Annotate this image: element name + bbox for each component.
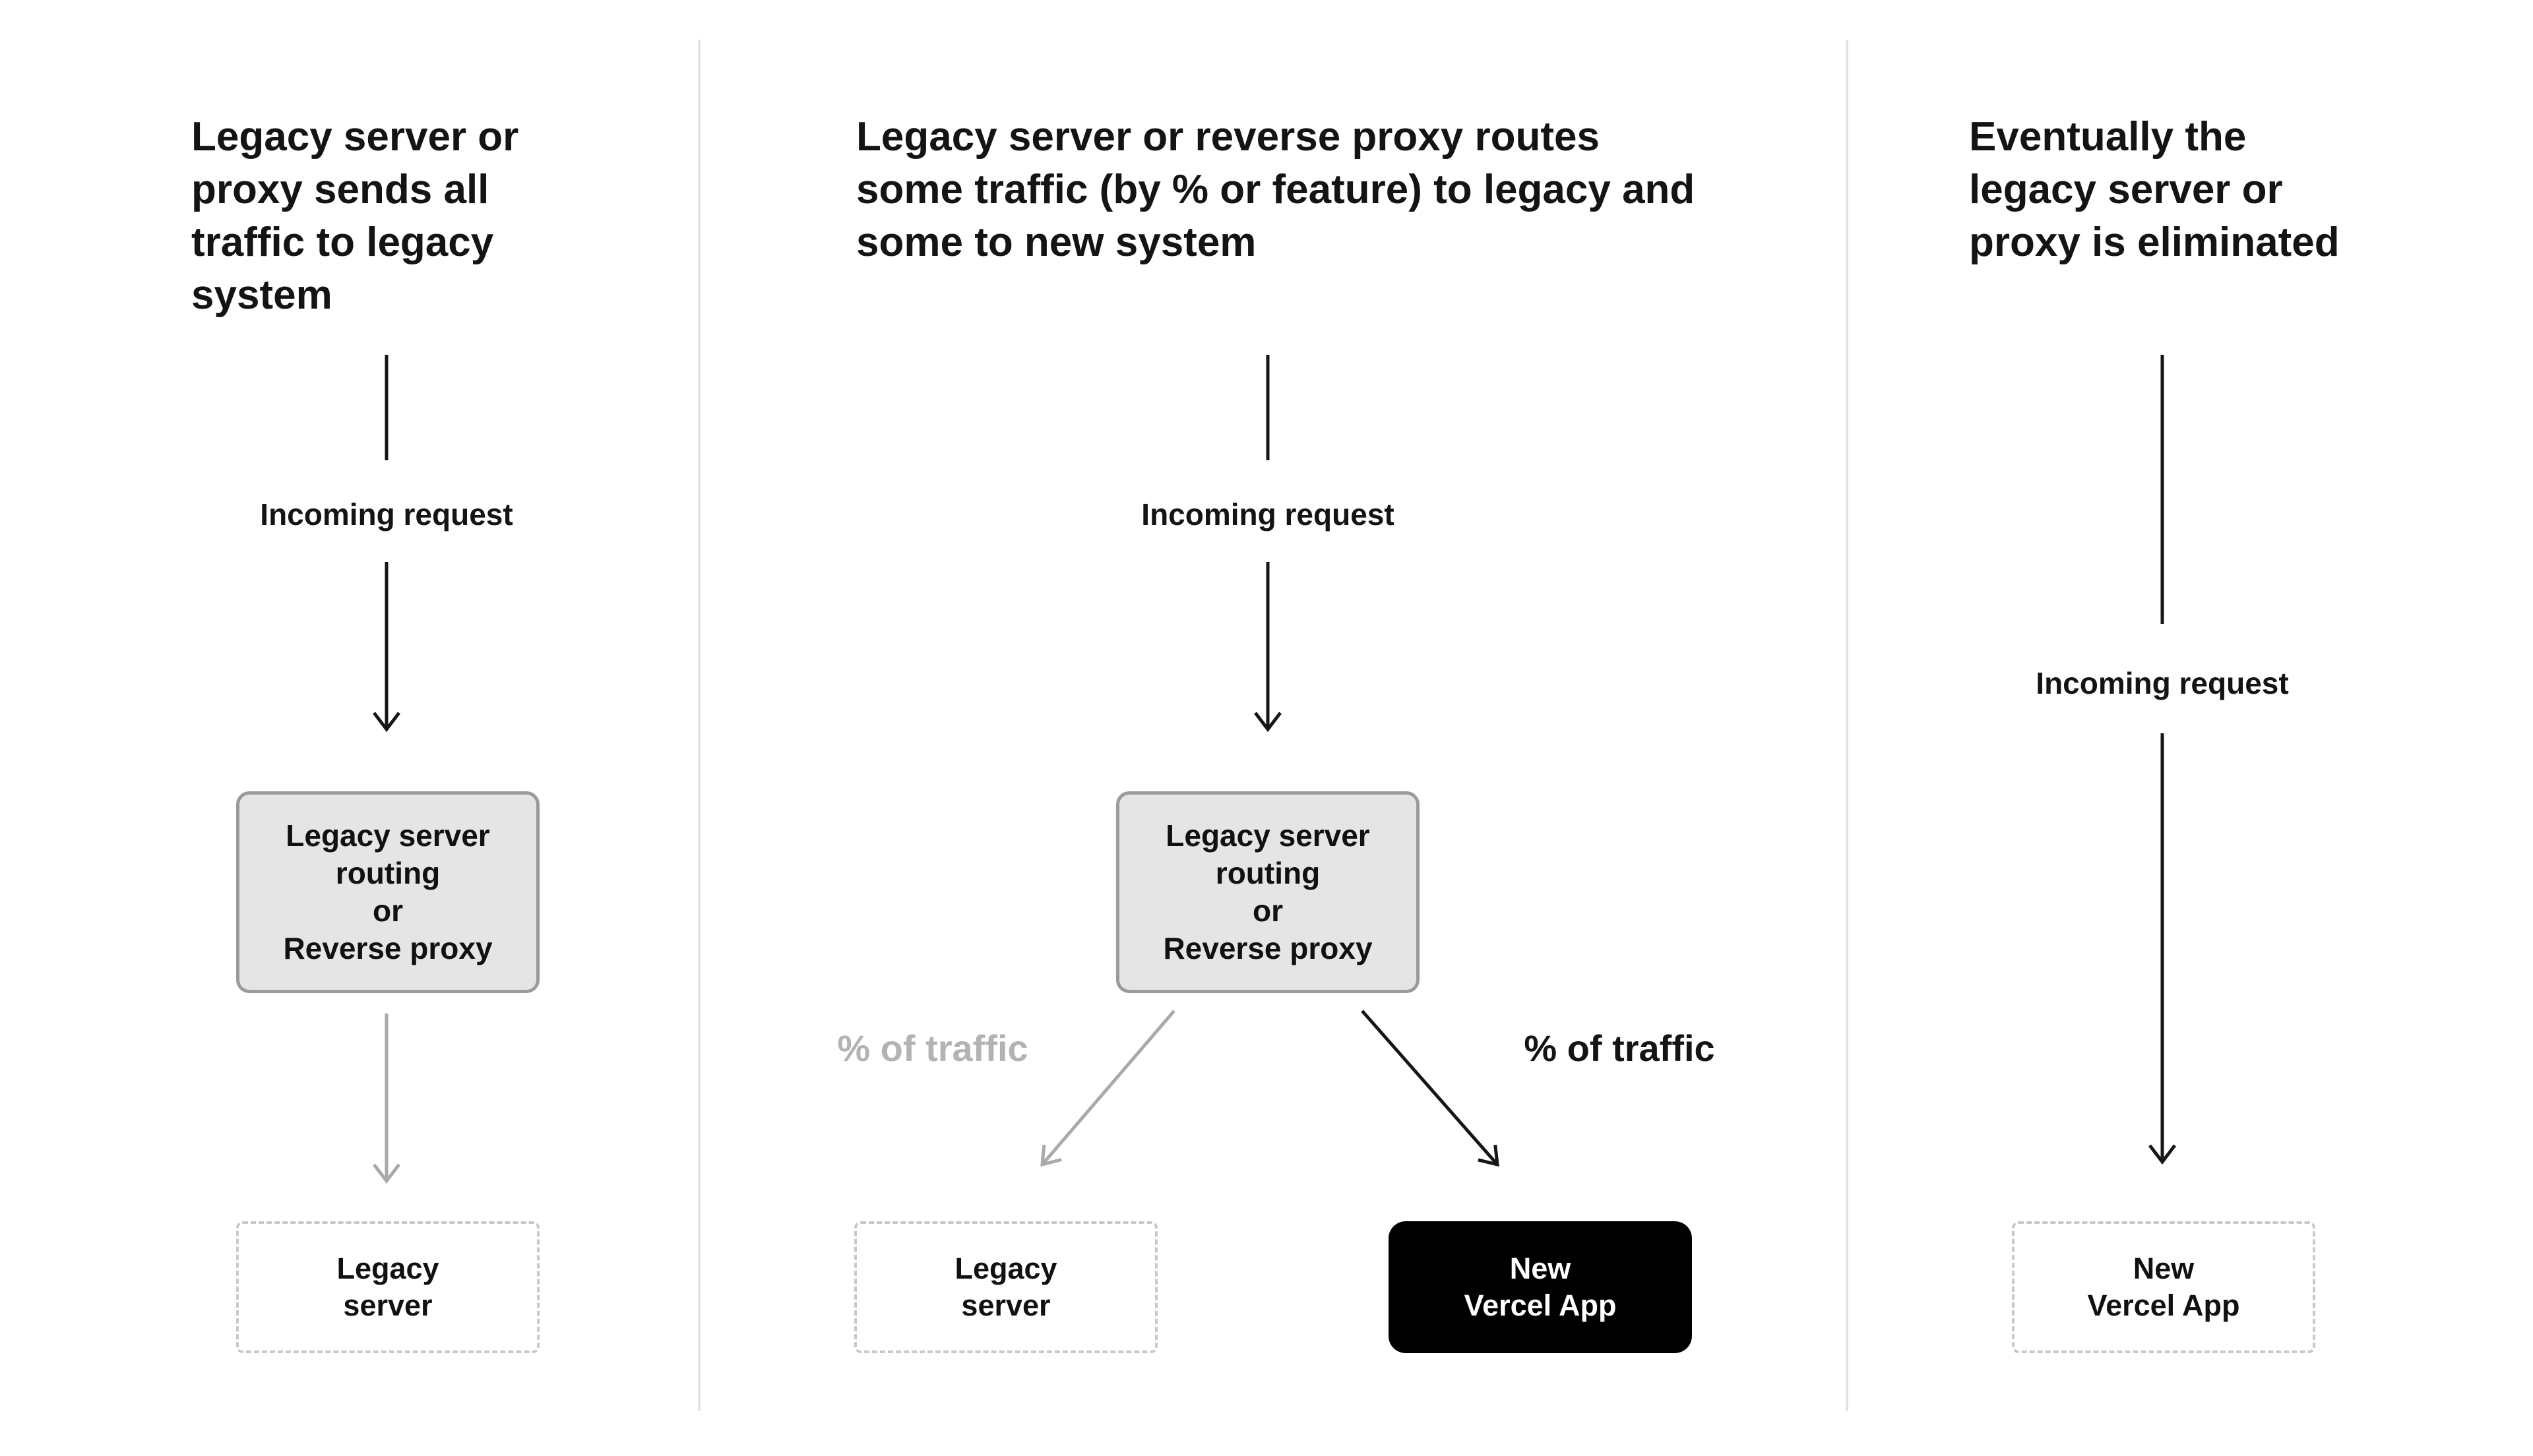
- incoming-request-label: Incoming request: [1141, 497, 1394, 531]
- flow-line: [1266, 355, 1270, 460]
- legacy-traffic-percent-label: % of traffic: [837, 1027, 1028, 1069]
- new-traffic-percent-label: % of traffic: [1524, 1027, 1715, 1069]
- arrow-down-muted-icon: [373, 1014, 400, 1184]
- arrow-diagonal-right-icon: [1361, 1010, 1499, 1167]
- arrow-diagonal-left-muted-icon: [1040, 1010, 1175, 1167]
- incoming-request-label: Incoming request: [2036, 666, 2289, 700]
- router-box-label: Legacy server routing or Reverse proxy: [283, 818, 493, 965]
- new-vercel-app-box: New Vercel App: [1389, 1221, 1692, 1353]
- panel-title: Eventually the legacy server or proxy is…: [1969, 114, 2340, 265]
- legacy-server-box: Legacy server: [854, 1221, 1158, 1353]
- arrow-down-icon: [373, 562, 400, 733]
- flow-line: [385, 355, 389, 460]
- panel-title: Legacy server or reverse proxy routes so…: [856, 114, 1695, 265]
- router-box-label: Legacy server routing or Reverse proxy: [1163, 818, 1373, 965]
- incoming-request-label: Incoming request: [260, 497, 513, 531]
- panel-title: Legacy server or proxy sends all traffic…: [191, 114, 519, 318]
- arrow-down-icon: [1254, 562, 1282, 733]
- arrow-down-icon: [2148, 733, 2176, 1165]
- panel-divider-1: [698, 40, 701, 1411]
- flow-line: [2160, 355, 2164, 624]
- legacy-server-box-label: Legacy server: [336, 1252, 439, 1322]
- new-vercel-app-box: New Vercel App: [2012, 1221, 2315, 1353]
- new-vercel-app-box-label: New Vercel App: [2087, 1252, 2240, 1322]
- new-vercel-app-box-label: New Vercel App: [1464, 1252, 1617, 1322]
- router-box: Legacy server routing or Reverse proxy: [1116, 791, 1420, 993]
- legacy-server-box: Legacy server: [236, 1221, 540, 1353]
- router-box: Legacy server routing or Reverse proxy: [236, 791, 540, 993]
- legacy-server-box-label: Legacy server: [954, 1252, 1057, 1322]
- panel-divider-2: [1846, 40, 1848, 1411]
